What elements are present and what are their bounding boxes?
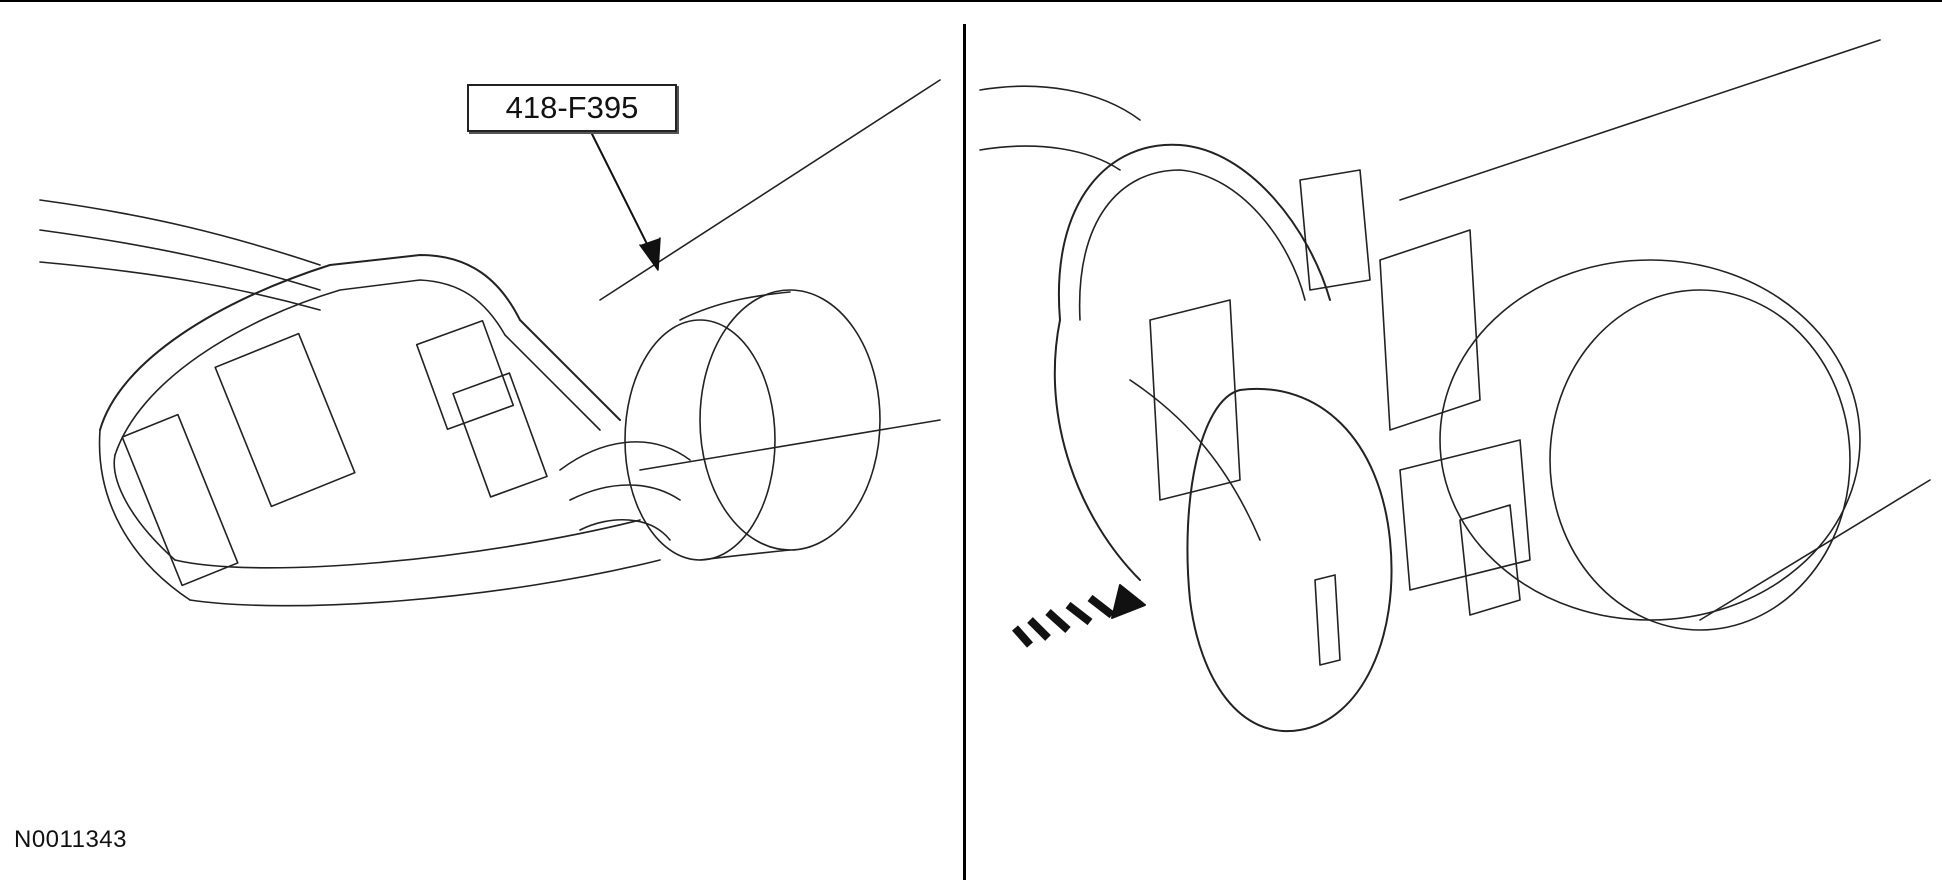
tool-number-label: 418-F395 (467, 84, 677, 132)
panel-divider (963, 24, 966, 880)
push-direction-arrow-icon (1012, 584, 1146, 648)
figure-id: N0011343 (14, 826, 127, 853)
top-border (0, 0, 1942, 2)
left-connector-drawing (39, 79, 941, 607)
arrow-icon (589, 129, 661, 271)
right-connector-drawing (979, 39, 1931, 733)
